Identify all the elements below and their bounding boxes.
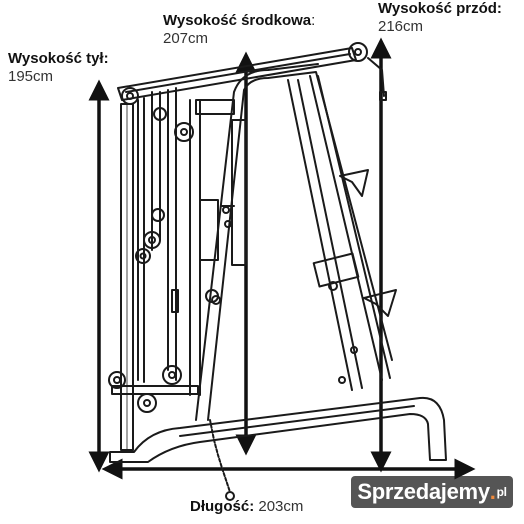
bar-hook-upper [339, 169, 369, 197]
rear-height-value: 195cm [8, 68, 54, 85]
front-height-label: Wysokość przód: 216cm [378, 0, 502, 36]
middle-frame [207, 71, 393, 421]
rear-height-name: Wysokość tył [8, 50, 104, 67]
sprzedajemy-watermark: Sprzedajemy.pl [351, 476, 513, 508]
watermark-tld: pl [496, 485, 507, 499]
machine-frame [108, 42, 447, 501]
front-height-sep: : [496, 0, 502, 17]
middle-height-value: 207cm [163, 30, 209, 47]
front-height-value: 216cm [378, 18, 424, 35]
watermark-dot: . [489, 479, 496, 504]
length-value: 203cm [258, 498, 304, 515]
length-sep: : [249, 498, 255, 515]
rear-height-sep: : [103, 50, 109, 67]
bar-hook-lower [363, 289, 397, 317]
watermark-brand: Sprzedajemy [357, 479, 490, 504]
length-name: Długość [190, 498, 250, 515]
middle-height-label: Wysokość środkowa: 207cm [163, 12, 315, 48]
base-frame [109, 396, 447, 463]
smith-carriage [312, 252, 360, 288]
length-label: Długość: 203cm [190, 498, 303, 516]
weight-stack [195, 99, 235, 115]
front-height-name: Wysokość przód [378, 0, 497, 17]
rear-height-label: Wysokość tył: 195cm [8, 50, 109, 86]
chain-ring [225, 491, 235, 501]
middle-height-name: Wysokość środkowa [163, 12, 312, 29]
middle-height-sep: : [311, 12, 316, 29]
top-pulley-front [348, 42, 368, 62]
handle-chain [209, 419, 231, 493]
